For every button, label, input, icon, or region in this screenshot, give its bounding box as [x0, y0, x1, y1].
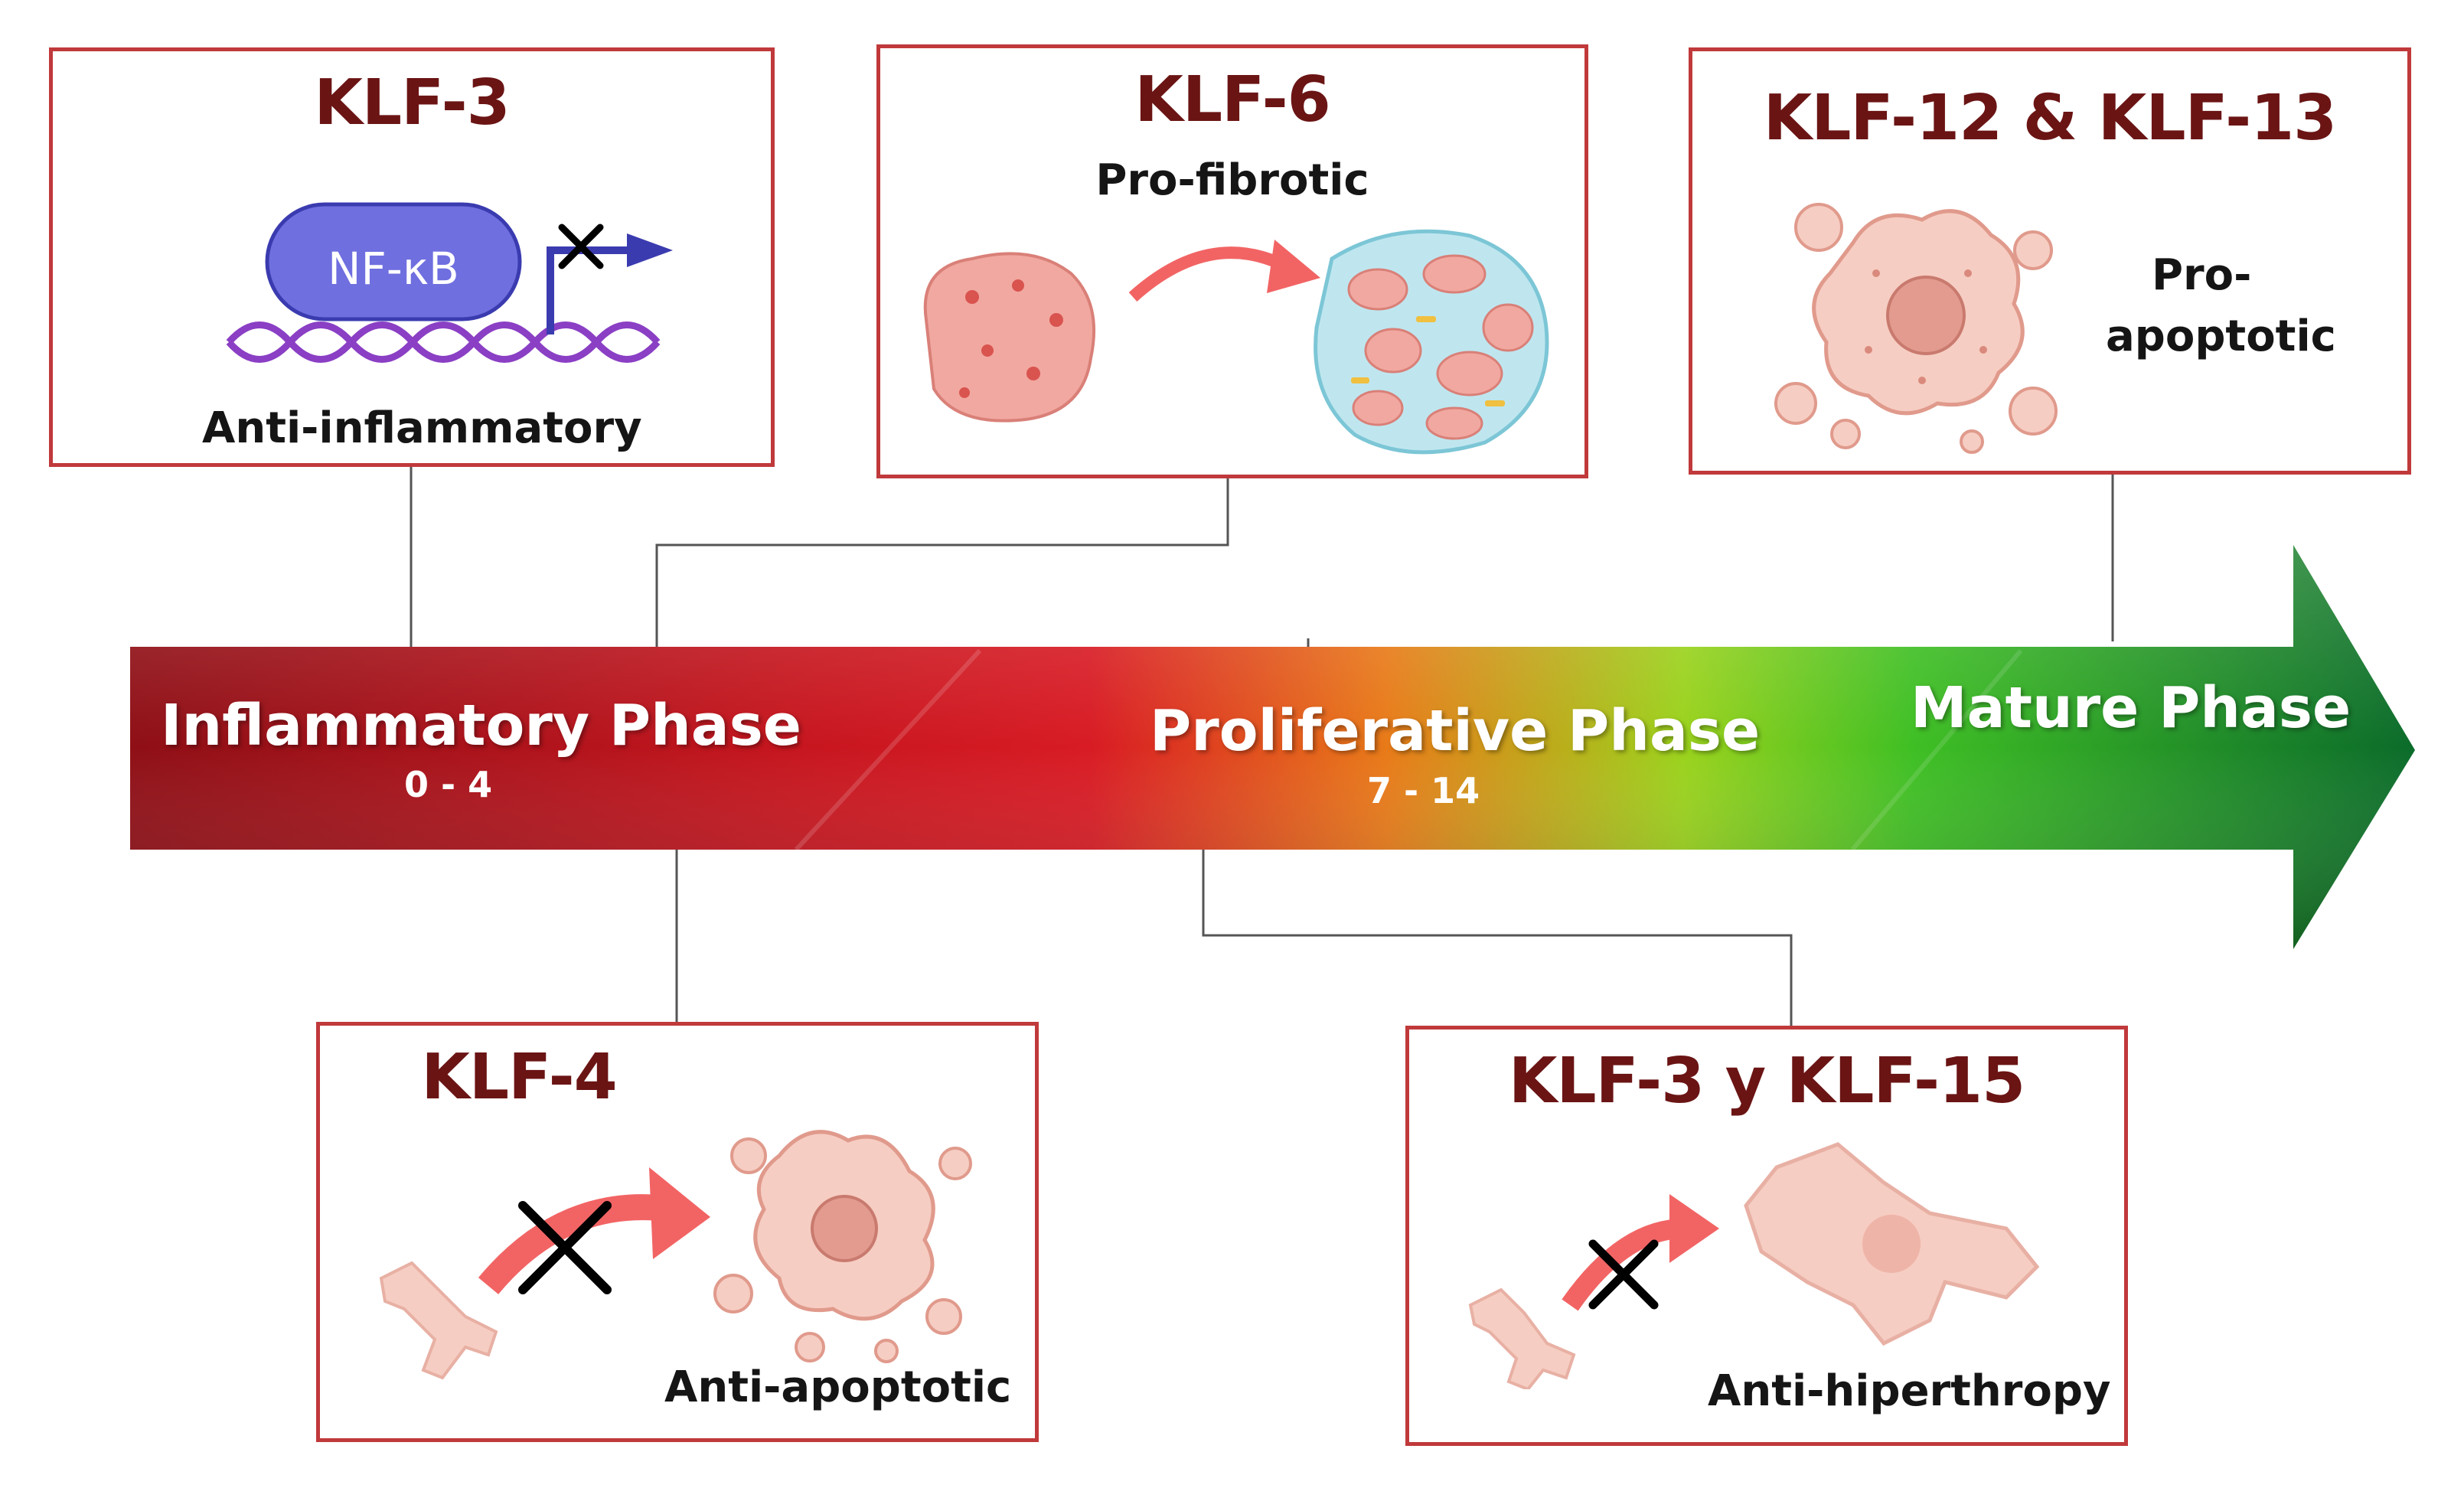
box-klf3-klf15: KLF-3 y KLF-15 Anti-hiperthropy	[1405, 1026, 2128, 1446]
apoptotic-cell-illustration	[1774, 203, 2058, 454]
box-klf12-label-line1: Pro-	[2152, 250, 2252, 300]
nfkb-protein-shape	[265, 202, 522, 321]
fibrosis-illustration	[923, 229, 1549, 455]
box-klf3-label: Anti-inflammatory	[202, 403, 642, 453]
transcription-arrow-icon	[547, 246, 631, 334]
phase-proliferative-range: 7 - 14	[1367, 770, 1480, 811]
block-x-icon	[518, 1201, 612, 1294]
box-klf4-label: Anti-apoptotic	[664, 1362, 1012, 1412]
phase-inflammatory-range: 0 - 4	[404, 764, 493, 805]
phase-inflammatory-name: Inflammatory Phase	[161, 693, 801, 759]
nfkb-dna-illustration	[226, 202, 673, 363]
box-klf3-klf15-title: KLF-3 y KLF-15	[1508, 1045, 2025, 1118]
box-klf6-title: KLF-6	[1134, 64, 1330, 136]
connector-lines	[410, 467, 2114, 1026]
anti-apoptosis-illustration	[379, 1130, 972, 1380]
box-klf12-klf13: KLF-12 & KLF-13 Pro- apoptotic	[1689, 47, 2411, 475]
nfkb-label: NF-κB	[328, 243, 459, 295]
fibrosis-arrow-icon	[1128, 246, 1289, 302]
block-x-icon	[558, 224, 604, 269]
block-x-icon	[1588, 1239, 1659, 1310]
box-klf3-klf15-label: Anti-hiperthropy	[1708, 1366, 2111, 1416]
timeline-arrow	[130, 545, 2415, 949]
anti-hypertrophy-illustration	[1468, 1142, 2040, 1389]
box-klf4: KLF-4 Anti-apoptotic	[316, 1022, 1039, 1442]
box-klf3: KLF-3 NF-κB Anti-inflammatory	[49, 47, 775, 467]
box-klf4-title: KLF-4	[421, 1041, 617, 1114]
box-klf12-klf13-title: KLF-12 & KLF-13	[1763, 82, 2337, 155]
phase-mature-name: Mature Phase	[1911, 675, 2351, 741]
box-klf3-title: KLF-3	[314, 67, 510, 139]
box-klf6-label: Pro-fibrotic	[1095, 155, 1369, 205]
phase-proliferative-name: Proliferative Phase	[1150, 698, 1761, 764]
box-klf12-label-line2: apoptotic	[2106, 312, 2336, 361]
box-klf6: KLF-6 Pro-fibrotic	[876, 44, 1588, 478]
